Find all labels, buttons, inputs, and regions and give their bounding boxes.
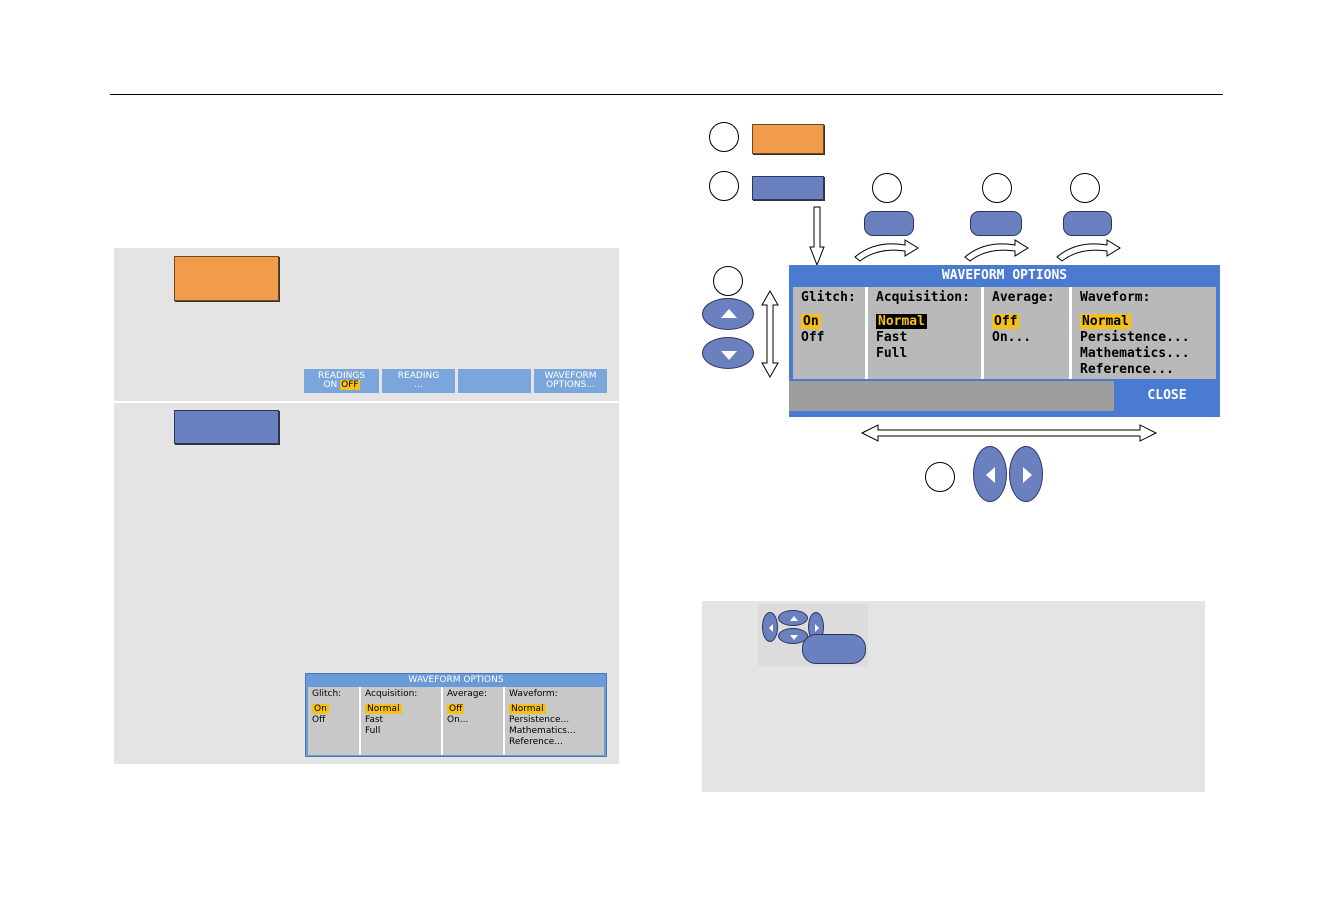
glitch-column: Glitch: On Off — [308, 687, 359, 755]
right-arrow-button[interactable] — [1009, 446, 1043, 502]
waveform-options-dialog-small: WAVEFORM OPTIONS Glitch: On Off Acquisit… — [305, 673, 607, 757]
waveform-mathematics-option-large[interactable]: Mathematics... — [1080, 346, 1190, 361]
softkey-readings[interactable]: READINGS ON OFF — [304, 369, 379, 393]
softkey-bar: READINGS ON OFF READING ... WAVEFORM OPT… — [304, 369, 607, 393]
dialog-title: WAVEFORM OPTIONS — [408, 675, 504, 685]
curved-arrow-icon-2 — [964, 239, 1029, 262]
function-button-f2[interactable] — [970, 211, 1022, 236]
glitch-off-option-large[interactable]: Off — [801, 330, 825, 345]
right-triangle-icon — [1023, 467, 1032, 483]
up-arrow-button[interactable] — [702, 298, 754, 330]
acquisition-fast-option-large[interactable]: Fast — [876, 330, 908, 345]
acquisition-normal-option-large[interactable]: Normal — [876, 314, 927, 329]
left-arrow-button[interactable] — [973, 446, 1007, 502]
softkey-readings-off-highlight: OFF — [340, 380, 360, 390]
waveform-column: Waveform: Normal Persistence... Mathemat… — [505, 687, 604, 755]
dialog-footer-blank — [789, 381, 1114, 411]
orange-function-key[interactable] — [174, 256, 279, 301]
cluster-up-triangle-icon — [790, 616, 798, 621]
glitch-column-large: Glitch: On Off — [801, 290, 856, 345]
curved-arrow-icon-1 — [854, 239, 919, 262]
waveform-column-large: Waveform: Normal Persistence... Mathemat… — [1072, 287, 1216, 379]
glitch-off-option[interactable]: Off — [312, 715, 326, 725]
acquisition-column: Acquisition: Normal Fast Full — [361, 687, 441, 755]
glitch-on-option[interactable]: On — [312, 704, 329, 714]
function-button-f1[interactable] — [864, 211, 914, 236]
close-button[interactable]: CLOSE — [1114, 381, 1220, 411]
header-rule — [110, 94, 1223, 95]
acquisition-full-option[interactable]: Full — [365, 726, 381, 736]
step-divider — [114, 401, 619, 403]
average-column: Average: Off On... — [443, 687, 503, 755]
softkey-empty[interactable] — [458, 369, 531, 393]
waveform-reference-option[interactable]: Reference... — [509, 737, 563, 747]
diagram-arrows — [761, 206, 1158, 442]
waveform-persistence-option[interactable]: Persistence... — [509, 715, 570, 725]
function-button-f3[interactable] — [1063, 211, 1112, 236]
average-off-option[interactable]: Off — [447, 704, 465, 714]
acquisition-fast-option[interactable]: Fast — [365, 715, 384, 725]
waveform-mathematics-option[interactable]: Mathematics... — [509, 726, 576, 736]
down-arrow-button[interactable] — [702, 337, 754, 369]
average-on-option-large[interactable]: On... — [992, 330, 1032, 345]
step-circle-1 — [709, 122, 739, 152]
orange-function-key-diagram[interactable] — [752, 124, 824, 154]
waveform-normal-option-large[interactable]: Normal — [1080, 314, 1131, 329]
glitch-on-option-large[interactable]: On — [801, 314, 821, 329]
acquisition-normal-option[interactable]: Normal — [365, 704, 402, 714]
vertical-double-arrow-icon — [761, 289, 779, 379]
navigation-key-cluster — [758, 604, 868, 666]
blue-function-key[interactable] — [174, 410, 279, 444]
step-circle-7 — [925, 462, 955, 492]
down-arrow-icon — [809, 206, 825, 267]
cluster-left-button[interactable] — [762, 612, 778, 642]
waveform-persistence-option-large[interactable]: Persistence... — [1080, 330, 1190, 345]
step-circle-4 — [982, 173, 1012, 203]
waveform-reference-option-large[interactable]: Reference... — [1080, 362, 1174, 377]
step-circle-5 — [1070, 173, 1100, 203]
acquisition-full-option-large[interactable]: Full — [876, 346, 908, 361]
blue-function-key-diagram[interactable] — [752, 176, 824, 200]
cluster-right-triangle-icon — [815, 624, 819, 632]
acquisition-column-large: Acquisition: Normal Fast Full — [868, 287, 981, 379]
step-circle-2 — [709, 171, 739, 201]
step-circle-3 — [872, 173, 902, 203]
average-off-option-large[interactable]: Off — [992, 314, 1020, 329]
left-triangle-icon — [986, 467, 995, 483]
cluster-down-triangle-icon — [790, 635, 798, 640]
waveform-options-dialog: WAVEFORM OPTIONS Glitch: On Off Acquisit… — [789, 265, 1220, 417]
average-column-large: Average: Off On... — [984, 287, 1069, 379]
cluster-enter-button[interactable] — [802, 634, 866, 664]
cluster-left-triangle-icon — [769, 624, 773, 632]
dialog-title-large: WAVEFORM OPTIONS — [941, 268, 1068, 283]
softkey-waveform-options[interactable]: WAVEFORM OPTIONS... — [534, 369, 607, 393]
down-triangle-icon — [721, 351, 737, 360]
up-triangle-icon — [721, 309, 737, 318]
average-on-option[interactable]: On... — [447, 715, 469, 725]
waveform-normal-option[interactable]: Normal — [509, 704, 546, 714]
horizontal-double-arrow-icon — [860, 424, 1158, 442]
softkey-reading[interactable]: READING ... — [382, 369, 455, 393]
step-circle-6 — [713, 266, 743, 296]
cluster-up-button[interactable] — [778, 610, 808, 626]
curved-arrow-icon-3 — [1056, 239, 1121, 262]
